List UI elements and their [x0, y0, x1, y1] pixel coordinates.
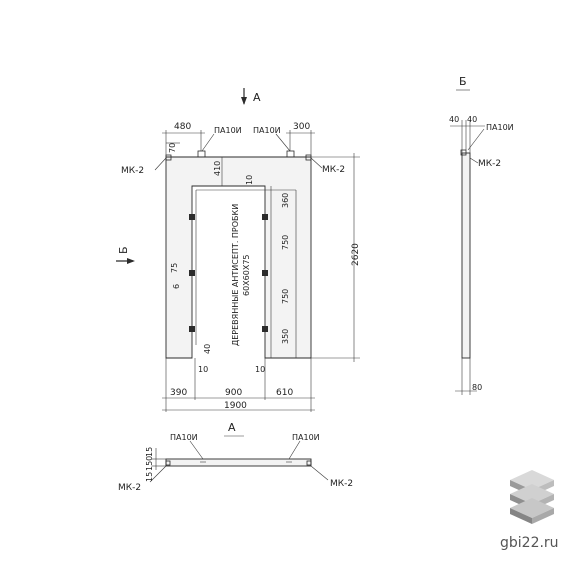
embedded-item-right	[305, 154, 312, 161]
dim-360: 360	[281, 193, 290, 208]
section-b-label-left: Б	[117, 246, 130, 254]
note-line-1: ДЕРЕВЯННЫЕ АНТИСЕПТ. ПРОБКИ	[231, 204, 240, 346]
dim-6: 6	[172, 284, 181, 289]
opening-dimensions: 410 10 360 750 750 350 40 75 6	[170, 157, 290, 358]
side-loop-label: ПА10И	[486, 123, 514, 132]
note-wooden-plugs: ДЕРЕВЯННЫЕ АНТИСЕПТ. ПРОБКИ 60Х60Х75	[231, 204, 251, 346]
dim-75: 75	[170, 263, 179, 273]
plan-loop-label-right: ПА10И	[292, 433, 320, 442]
dim-10-left: 10	[198, 365, 208, 374]
mk2-label-right: МК-2	[322, 165, 345, 175]
dim-350: 350	[281, 329, 290, 344]
dim-70: 70	[168, 143, 177, 153]
dim-2620: 2620	[351, 243, 361, 266]
front-top-dimensions: 480 300 70 ПА10И ПА10И	[162, 122, 315, 157]
plan-panel	[165, 458, 312, 467]
side-loop	[460, 149, 467, 156]
section-a-title: А	[228, 421, 236, 434]
wooden-plugs	[189, 214, 268, 332]
dim-390: 390	[170, 388, 187, 398]
section-a-label-top: А	[253, 91, 261, 104]
embedded-callouts-front: МК-2 МК-2	[121, 157, 345, 176]
dim-40-sill: 40	[203, 344, 212, 354]
dim-900: 900	[225, 388, 242, 398]
side-dim-80: 80	[472, 383, 482, 392]
side-mk2-label: МК-2	[478, 159, 501, 169]
side-dim-40-left: 40	[449, 115, 459, 124]
front-bottom-dimensions: 10 10 390 900 610 1900	[162, 358, 315, 412]
lifting-loop-left	[197, 150, 206, 158]
site-url[interactable]: gbi22.ru	[500, 535, 559, 551]
loop-label-right: ПА10И	[253, 126, 281, 135]
section-b-title: Б	[459, 75, 467, 88]
plan-dim-15-bot: 15	[145, 472, 154, 482]
dim-480: 480	[174, 122, 191, 132]
front-panel	[165, 150, 312, 359]
lifting-loop-right	[286, 150, 295, 158]
loop-label-left: ПА10И	[214, 126, 242, 135]
dim-10-top: 10	[245, 175, 254, 185]
mk2-label-left: МК-2	[121, 166, 144, 176]
side-panel	[461, 152, 471, 359]
side-dim-40-right: 40	[467, 115, 477, 124]
dim-750-a: 750	[281, 235, 290, 250]
dim-300: 300	[293, 122, 310, 132]
plan-mk2-label-right: МК-2	[330, 479, 353, 489]
note-line-2: 60Х60Х75	[242, 255, 251, 297]
plan-embedded-left	[165, 460, 171, 466]
embedded-item-left	[165, 154, 172, 161]
section-b-marker-left: Б	[116, 246, 135, 264]
height-dimension: 2620	[311, 153, 361, 362]
plan-dim-150: 150	[145, 456, 154, 471]
dim-10-right: 10	[255, 365, 265, 374]
plan-mk2-label-left: МК-2	[118, 483, 141, 493]
dim-750-b: 750	[281, 289, 290, 304]
dim-1900: 1900	[224, 401, 247, 411]
site-logo-icon	[510, 470, 554, 524]
dim-610: 610	[276, 388, 293, 398]
side-view-b: Б 40 40 ПА10И МК-2 80	[449, 75, 514, 395]
plan-view-a: А ПА10И ПА10И МК-2 МК-2 15 150 15	[118, 421, 353, 493]
plan-loop-label-left: ПА10И	[170, 433, 198, 442]
plan-embedded-right	[306, 460, 312, 466]
plan-dim-15-top: 15	[145, 447, 154, 457]
section-a-marker-top: А	[241, 88, 261, 105]
dim-410: 410	[213, 161, 222, 176]
